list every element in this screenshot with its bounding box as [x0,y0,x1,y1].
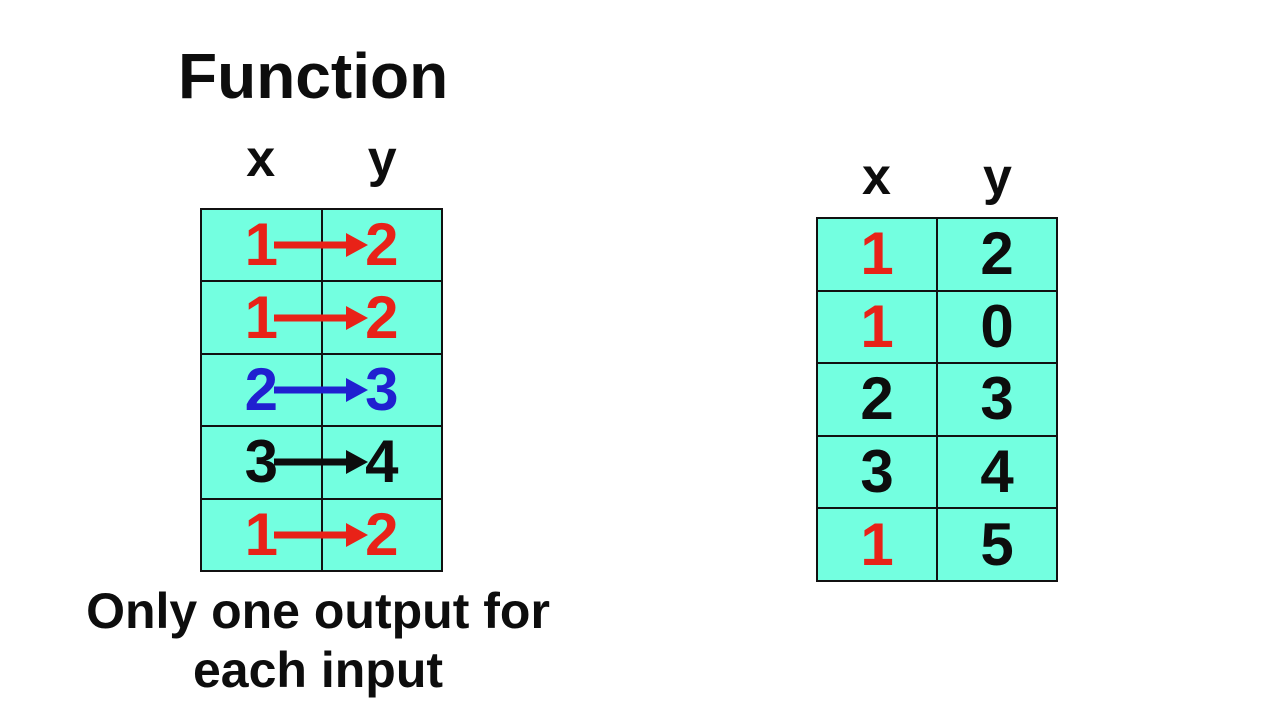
x-value-cell: 2 [818,364,938,435]
y-value: 2 [980,220,1014,288]
function-table-headers: x y [200,128,443,190]
x-value: 2 [860,365,894,433]
x-value-cell: 1 [202,282,323,353]
table-row: 3 4 [818,436,1056,510]
caption-line-1: Only one output for [86,583,550,639]
y-value: 4 [980,438,1014,506]
x-value: 3 [244,428,278,496]
x-value-cell: 1 [202,499,323,571]
x-value: 1 [860,292,894,360]
x-value: 1 [244,211,278,279]
table-row: 1 2 [202,282,442,355]
page-title: Function [178,40,449,112]
table-row: 2 3 [818,364,1056,437]
caption-line-2: each input [192,641,444,698]
x-value: 1 [244,283,278,351]
table-row: 1 2 [202,210,442,283]
y-value: 3 [365,356,399,424]
y-value-cell: 2 [323,210,442,280]
x-value: 3 [860,438,894,506]
table-row: 1 5 [818,509,1056,580]
x-value: 1 [860,220,894,288]
y-value-cell: 0 [938,292,1056,363]
y-value: 2 [365,211,399,279]
y-value-cell: 4 [323,427,442,497]
table-row: 3 4 [202,427,442,500]
x-value-cell: 3 [818,436,938,508]
y-value-cell: 4 [938,437,1056,508]
relation-table-headers: x y [816,146,1058,208]
y-value: 0 [980,292,1014,360]
y-value-cell: 2 [323,282,442,352]
x-value: 1 [244,500,278,568]
y-value-cell: 5 [938,509,1056,580]
relation-table: 1 2 1 0 2 3 3 4 1 5 [816,217,1058,582]
y-value-cell: 2 [938,219,1056,290]
column-header-y: y [983,148,1012,206]
table-row: 1 2 [202,499,442,571]
x-value-cell: 1 [818,219,938,290]
table-row: 2 3 [202,354,442,428]
y-value: 2 [365,500,399,568]
y-value: 4 [365,428,399,496]
y-value: 2 [365,283,399,351]
y-value: 5 [980,510,1014,578]
x-value-cell: 3 [202,427,323,498]
caption: Only one output for each input [58,582,578,699]
column-header-y: y [367,130,397,188]
x-value-cell: 2 [202,354,323,426]
column-header-x: x [862,148,891,206]
y-value: 3 [980,365,1014,433]
x-value: 2 [244,356,278,424]
function-table: 1 2 1 2 2 3 3 4 1 2 [200,208,443,572]
table-row: 1 2 [818,219,1056,292]
y-value-cell: 3 [323,355,442,425]
y-value-cell: 3 [938,364,1056,435]
x-value: 1 [860,510,894,578]
x-value-cell: 1 [202,210,323,281]
x-value-cell: 1 [818,291,938,363]
column-header-x: x [246,130,276,188]
x-value-cell: 1 [818,509,938,580]
table-row: 1 0 [818,291,1056,365]
y-value-cell: 2 [323,500,442,570]
